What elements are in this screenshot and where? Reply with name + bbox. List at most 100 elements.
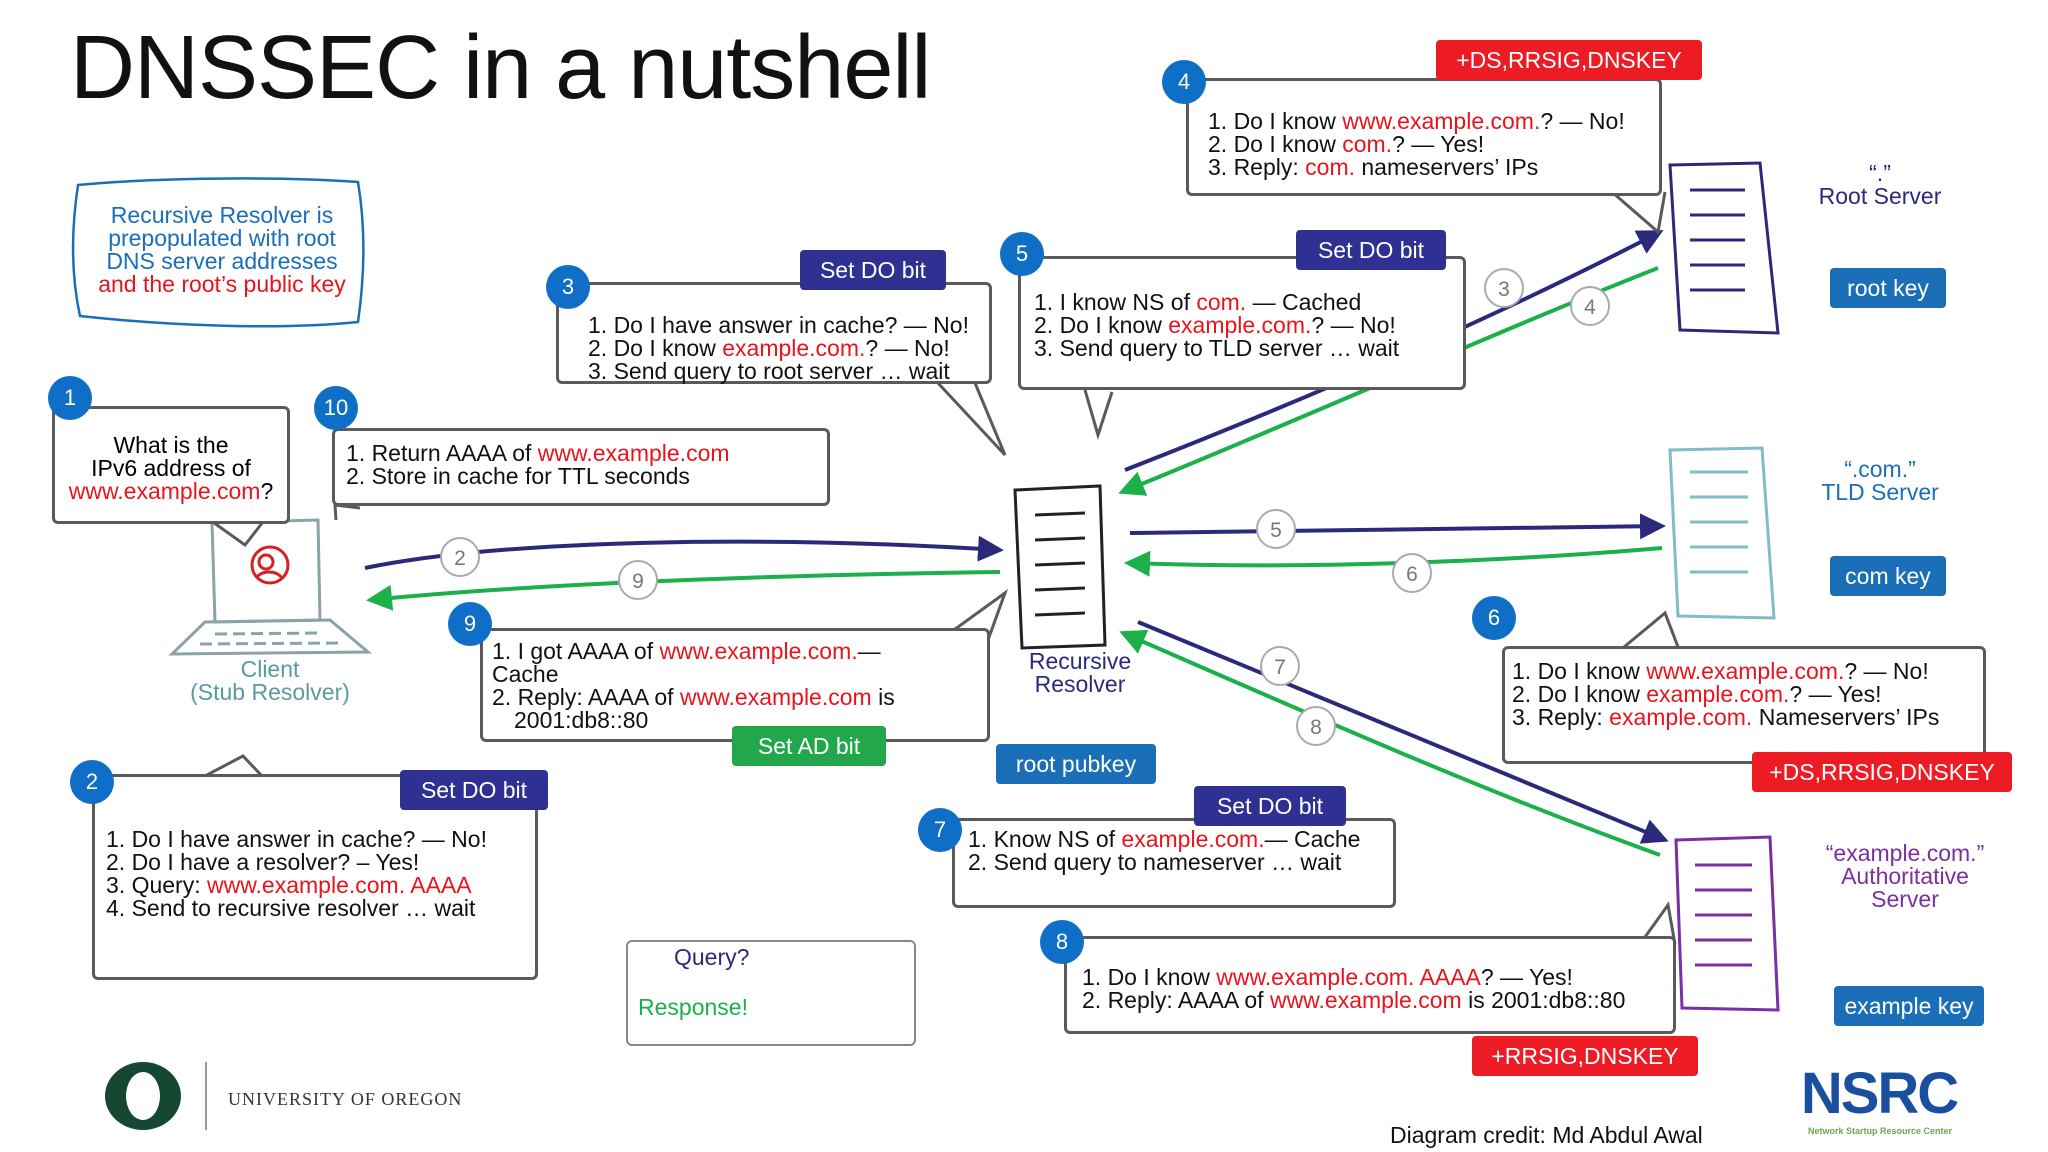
step8-text: 1. Do I know www.example.com. AAAA? — Ye… bbox=[1082, 966, 1625, 1012]
step4-l2b: ? — Yes! bbox=[1392, 131, 1485, 157]
root-label-1: “.” bbox=[1869, 160, 1891, 186]
auth-label-2: Authoritative bbox=[1841, 863, 1969, 889]
arrow-query-resolver-to-auth bbox=[1137, 620, 1669, 844]
step7-badge: 7 bbox=[918, 808, 962, 852]
step10-text: 1. Return AAAA of www.example.com 2. Sto… bbox=[346, 442, 730, 488]
step5-line-3: 3. Send query to TLD server … wait bbox=[1034, 335, 1400, 361]
step3-text: 1. Do I have answer in cache? — No! 2. D… bbox=[588, 314, 969, 383]
step8-line-2: 2. Reply: AAAA of www.example.com is 200… bbox=[1082, 989, 1625, 1012]
tail-step8 bbox=[1638, 901, 1677, 945]
step5-bubble bbox=[1018, 256, 1466, 390]
tail-step5 bbox=[1083, 389, 1114, 441]
step6-l1a: 1. Do I know bbox=[1512, 658, 1647, 684]
step3-l2b: ? — No! bbox=[865, 335, 950, 361]
step4-line-2: 2. Do I know com.? — Yes! bbox=[1208, 133, 1625, 156]
oregon-logo bbox=[105, 1062, 181, 1130]
step7-l1r: example.com. bbox=[1121, 826, 1265, 852]
tld-label-2: TLD Server bbox=[1821, 479, 1939, 505]
step1-qmark: ? bbox=[260, 478, 274, 504]
step6-text: 1. Do I know www.example.com.? — No! 2. … bbox=[1512, 660, 1939, 729]
root-key-tag: root key bbox=[1830, 268, 1946, 308]
step7-l1b: — Cache bbox=[1264, 826, 1361, 852]
step6-dnskey-tag: +DS,RRSIG,DNSKEY bbox=[1752, 752, 2012, 792]
step5-badge: 5 bbox=[1000, 232, 1044, 276]
step7-l1a: 1. Know NS of bbox=[968, 826, 1122, 852]
step5-l1b: — Cached bbox=[1246, 289, 1362, 315]
auth-label: “example.com.” Authoritative Server bbox=[1800, 842, 2010, 911]
tld-label: “.com.” TLD Server bbox=[1790, 458, 1970, 504]
step6-l3a: 3. Reply: bbox=[1512, 704, 1610, 730]
nsrc-logo: NSRC bbox=[1800, 1061, 1959, 1126]
tail-step4 bbox=[1611, 190, 1667, 235]
step3-l2a: 2. Do I know bbox=[588, 335, 723, 361]
step9-l1r: www.example.com. bbox=[659, 638, 858, 664]
resolver-label-2: Resolver bbox=[1034, 671, 1126, 697]
step10-line-2: 2. Store in cache for TTL seconds bbox=[346, 463, 690, 489]
step1-text: What is the IPv6 address of www.example.… bbox=[52, 434, 290, 503]
note-text: Recursive Resolver is prepopulated with … bbox=[82, 204, 362, 296]
step6-bubble bbox=[1502, 646, 1986, 764]
step6-line-2: 2. Do I know example.com.? — Yes! bbox=[1512, 683, 1939, 706]
legend-query-label: Query? bbox=[674, 944, 750, 970]
step2-line-3: 3. Query: www.example.com. AAAA bbox=[106, 874, 487, 897]
step9-badge: 9 bbox=[448, 602, 492, 646]
note-line-3: DNS server addresses bbox=[106, 248, 338, 274]
page-title: DNSSEC in a nutshell bbox=[70, 18, 931, 118]
diagram-credit: Diagram credit: Md Abdul Awal bbox=[1390, 1122, 1703, 1148]
step8-l2a: 2. Reply: AAAA of bbox=[1082, 987, 1270, 1013]
arrow-num-2: 2 bbox=[440, 537, 480, 577]
step4-l1r: www.example.com. bbox=[1342, 108, 1541, 134]
step8-l2r: www.example.com bbox=[1269, 987, 1462, 1013]
step3-badge: 3 bbox=[546, 265, 590, 309]
arrow-num-6: 6 bbox=[1392, 553, 1432, 593]
step4-l3b: nameservers’ IPs bbox=[1355, 154, 1539, 180]
step4-dnskey-tag: +DS,RRSIG,DNSKEY bbox=[1436, 40, 1702, 80]
step6-l1b: ? — No! bbox=[1844, 658, 1929, 684]
step2-l3r: www.example.com. AAAA bbox=[206, 872, 472, 898]
step5-line-1: 1. I know NS of com. — Cached bbox=[1034, 291, 1399, 314]
legend-response-label: Response! bbox=[638, 994, 748, 1020]
step1-line-3: www.example.com? bbox=[52, 480, 290, 503]
step4-l1a: 1. Do I know bbox=[1208, 108, 1343, 134]
step8-bubble bbox=[1064, 936, 1676, 1034]
step4-text: 1. Do I know www.example.com.? — No! 2. … bbox=[1208, 110, 1625, 179]
arrow-num-8: 8 bbox=[1296, 706, 1336, 746]
step1-line-2: IPv6 address of bbox=[91, 455, 251, 481]
step8-line-1: 1. Do I know www.example.com. AAAA? — Ye… bbox=[1082, 966, 1625, 989]
step9-l1a: 1. I got AAAA of bbox=[492, 638, 660, 664]
step4-l3a: 3. Reply: bbox=[1208, 154, 1306, 180]
step8-l1a: 1. Do I know bbox=[1082, 964, 1217, 990]
step6-line-1: 1. Do I know www.example.com.? — No! bbox=[1512, 660, 1939, 683]
arrow-query-resolver-to-tld bbox=[1129, 513, 1666, 540]
step9-l2r: www.example.com bbox=[679, 684, 872, 710]
step5-l2b: ? — No! bbox=[1311, 312, 1396, 338]
example-key-tag: example key bbox=[1834, 986, 1984, 1026]
step8-l1r: www.example.com. AAAA bbox=[1216, 964, 1481, 990]
note-line-1: Recursive Resolver is bbox=[110, 202, 334, 228]
auth-label-1: “example.com.” bbox=[1825, 840, 1985, 866]
step1-line-1: What is the bbox=[113, 432, 229, 458]
step3-line-3: 3. Send query to root server … wait bbox=[588, 358, 950, 384]
step4-l2a: 2. Do I know bbox=[1208, 131, 1343, 157]
step2-badge: 2 bbox=[70, 760, 114, 804]
step2-text: 1. Do I have answer in cache? — No! 2. D… bbox=[106, 828, 487, 920]
step4-line-3: 3. Reply: com. nameservers’ IPs bbox=[1208, 156, 1625, 179]
step8-l2b: is 2001:db8::80 bbox=[1461, 987, 1626, 1013]
arrow-num-3: 3 bbox=[1484, 268, 1524, 308]
step6-l2b: ? — Yes! bbox=[1789, 681, 1882, 707]
step9-text: 1. I got AAAA of www.example.com.— Cache… bbox=[492, 640, 895, 732]
step9-line-3: 2001:db8::80 bbox=[514, 707, 649, 733]
step7-set-do-tag: Set DO bit bbox=[1194, 786, 1346, 826]
step4-l3r: com. bbox=[1305, 154, 1355, 180]
step3-bubble bbox=[556, 282, 992, 384]
client-label-2: (Stub Resolver) bbox=[190, 679, 350, 705]
step2-l3a: 3. Query: bbox=[106, 872, 207, 898]
step6-line-3: 3. Reply: example.com. Nameservers’ IPs bbox=[1512, 706, 1939, 729]
root-label-2: Root Server bbox=[1818, 183, 1942, 209]
step6-l2a: 2. Do I know bbox=[1512, 681, 1647, 707]
step1-bubble bbox=[52, 406, 290, 524]
resolver-server-icon bbox=[1013, 484, 1107, 650]
step5-l2r: example.com. bbox=[1168, 312, 1312, 338]
step10-line-1: 1. Return AAAA of www.example.com bbox=[346, 442, 730, 465]
tail-step10 bbox=[333, 503, 361, 521]
